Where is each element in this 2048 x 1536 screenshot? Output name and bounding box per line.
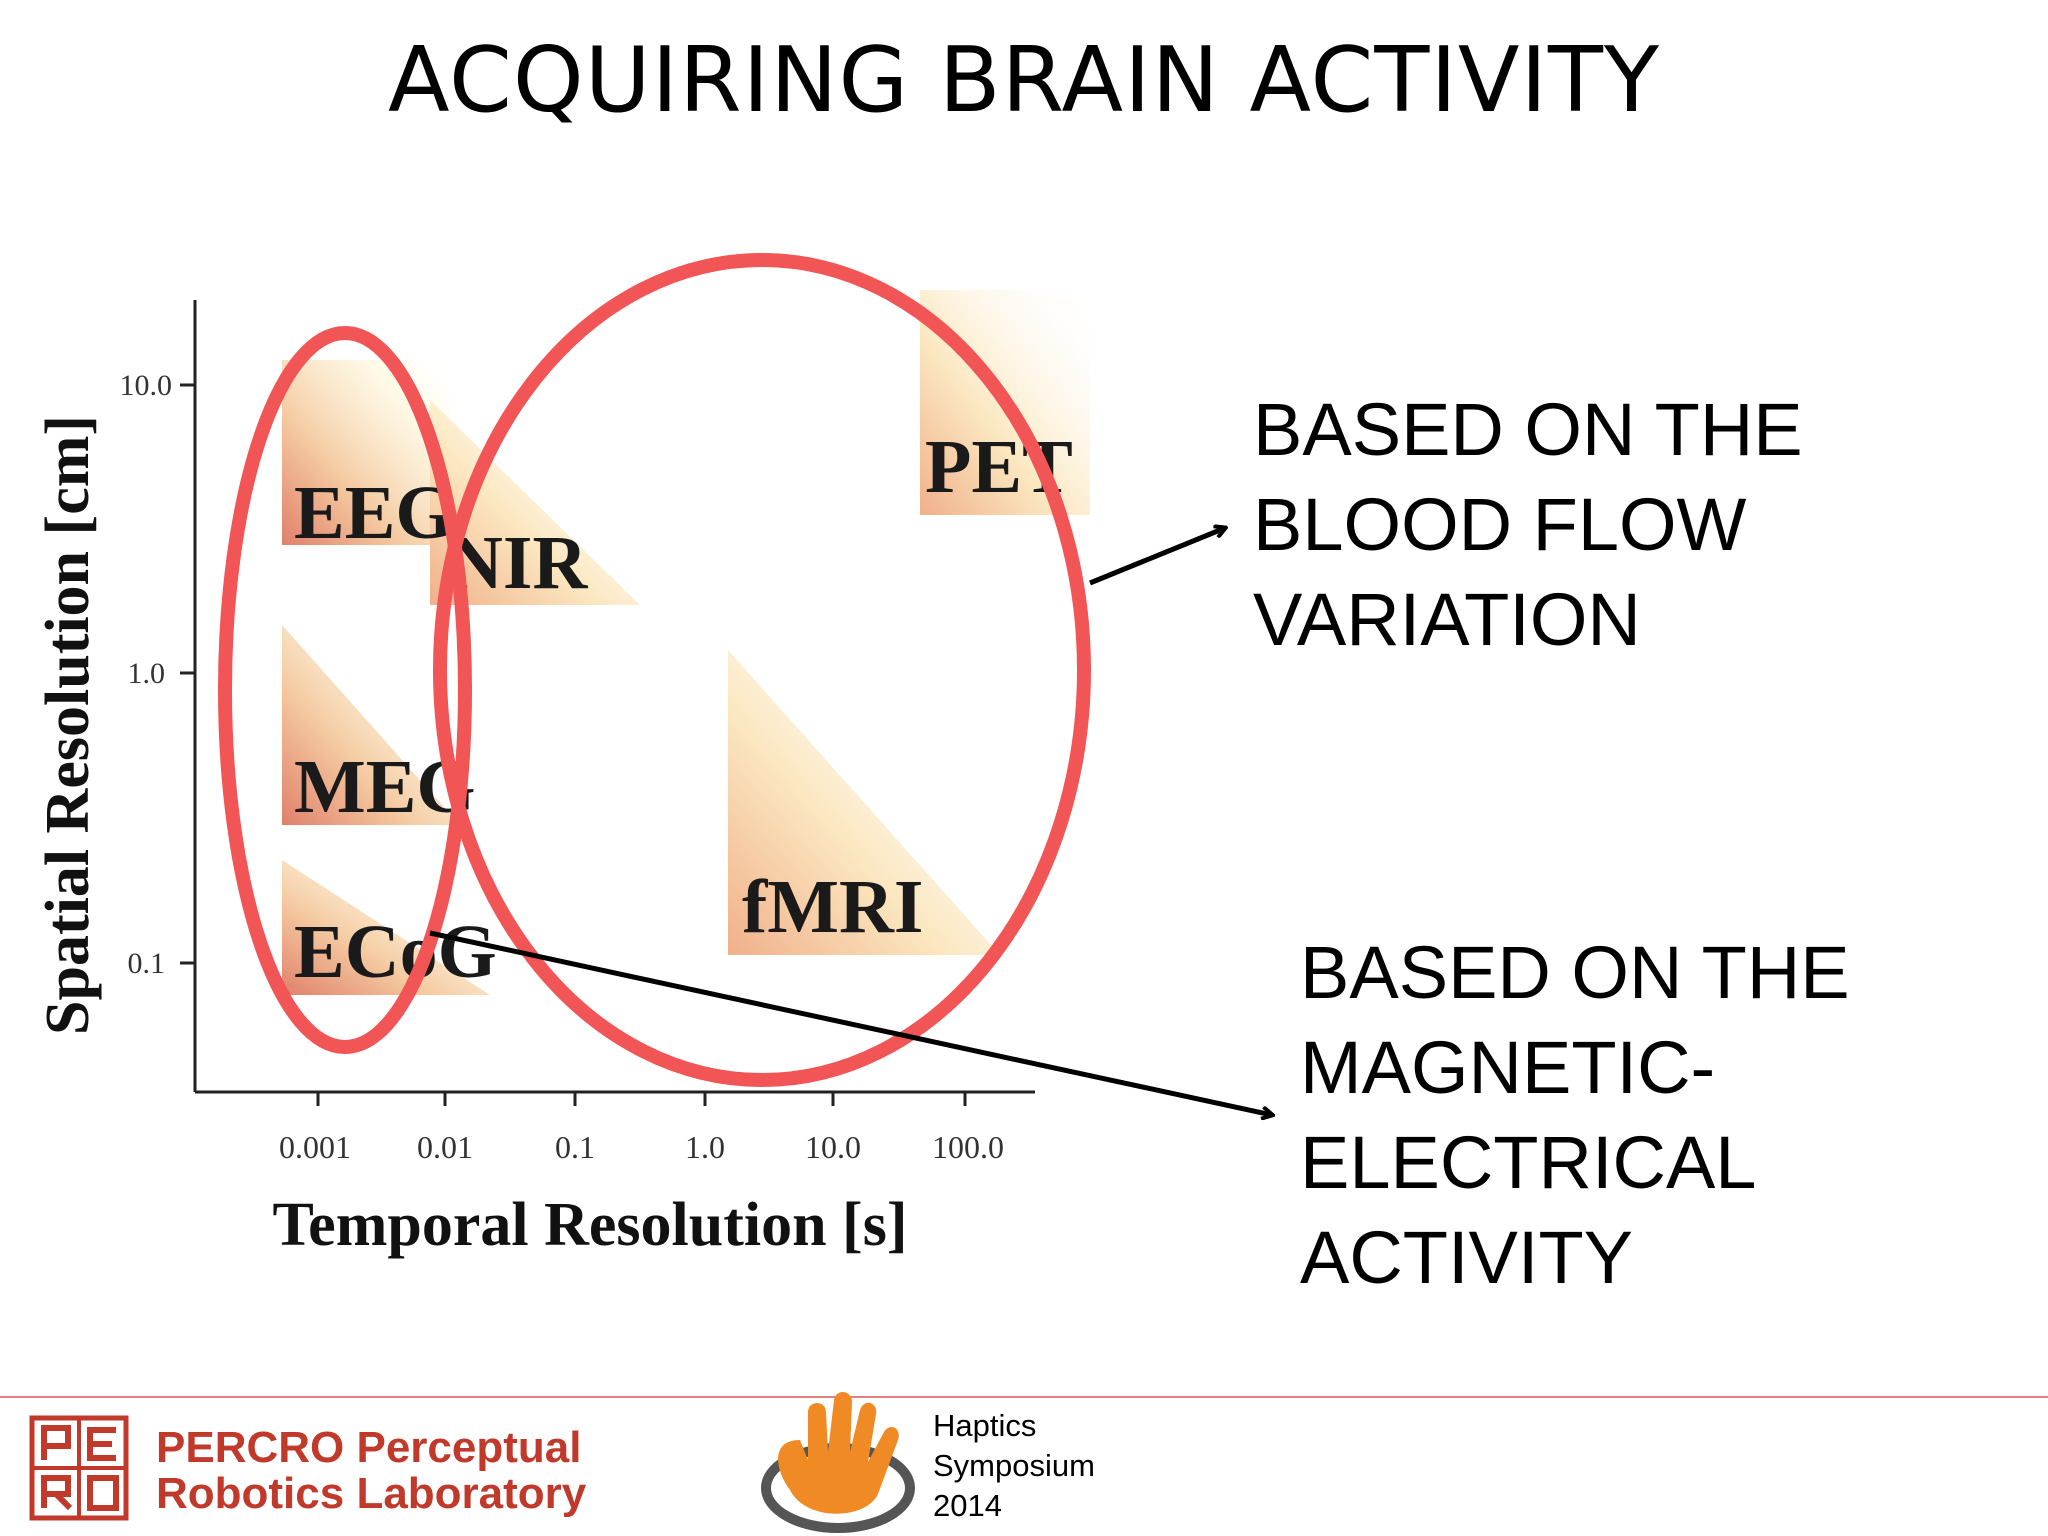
- meg-region: [282, 625, 460, 825]
- x-tick-labels: 0.001 0.01 0.1 1.0 10.0 100.0: [279, 1129, 1004, 1165]
- fmri-region: [728, 650, 1000, 955]
- percro-logo: [29, 1415, 129, 1521]
- annotation-line: MAGNETIC-: [1300, 1026, 1715, 1109]
- bloodflow-annotation: BASED ON THE BLOOD FLOW VARIATION: [1253, 388, 1803, 661]
- axes: [180, 300, 1035, 1106]
- x-tick-label: 100.0: [932, 1129, 1004, 1165]
- annotation-line: ELECTRICAL: [1300, 1121, 1756, 1204]
- x-axis-title: Temporal Resolution [s]: [273, 1191, 908, 1259]
- slide-title: ACQUIRING BRAIN ACTIVITY: [388, 28, 1660, 133]
- event-info: Haptics Symposium 2014: [933, 1408, 1095, 1523]
- event-line3: 2014: [933, 1488, 1002, 1523]
- modality-regions: [282, 290, 1090, 995]
- modality-labels: EEG NIR PET MEG fMRI ECoG: [294, 425, 1073, 994]
- eeg-region: [282, 360, 450, 545]
- electrical-group-ellipse: [218, 326, 472, 1054]
- annotation-line: BASED ON THE: [1300, 931, 1850, 1014]
- annotation-line: VARIATION: [1253, 578, 1641, 661]
- y-tick-label: 1.0: [128, 657, 166, 690]
- y-axis-title: Spatial Resolution [cm]: [34, 415, 102, 1035]
- event-line2: Symposium: [933, 1448, 1095, 1483]
- ecog-region: [282, 860, 490, 995]
- electrical-annotation: BASED ON THE MAGNETIC- ELECTRICAL ACTIVI…: [1300, 931, 1850, 1299]
- x-tick-label: 0.001: [279, 1129, 351, 1165]
- event-line1: Haptics: [933, 1408, 1036, 1443]
- modality-label-eeg: EEG: [294, 471, 455, 555]
- modality-label-fmri: fMRI: [742, 865, 924, 949]
- bloodflow-group-ellipse: [433, 253, 1091, 1087]
- y-tick-labels: 10.0 1.0 0.1: [120, 369, 173, 980]
- lab-name-line2: Robotics Laboratory: [156, 1469, 587, 1518]
- modality-label-ecog: ECoG: [294, 910, 497, 994]
- annotation-line: ACTIVITY: [1300, 1216, 1633, 1299]
- modality-label-nir: NIR: [448, 521, 588, 605]
- bloodflow-arrow: [1089, 528, 1225, 586]
- x-tick-label: 1.0: [685, 1129, 725, 1165]
- x-tick-label: 10.0: [805, 1129, 861, 1165]
- y-tick-label: 10.0: [120, 369, 173, 402]
- x-tick-label: 0.1: [555, 1129, 595, 1165]
- annotation-line: BASED ON THE: [1253, 388, 1803, 471]
- lab-name-line1: PERCRO Perceptual: [156, 1423, 581, 1472]
- annotation-line: BLOOD FLOW: [1253, 483, 1747, 566]
- electrical-arrow: [429, 930, 1272, 1115]
- x-tick-label: 0.01: [417, 1129, 473, 1165]
- y-tick-label: 0.1: [128, 947, 166, 980]
- hand-icon: [761, 1391, 915, 1533]
